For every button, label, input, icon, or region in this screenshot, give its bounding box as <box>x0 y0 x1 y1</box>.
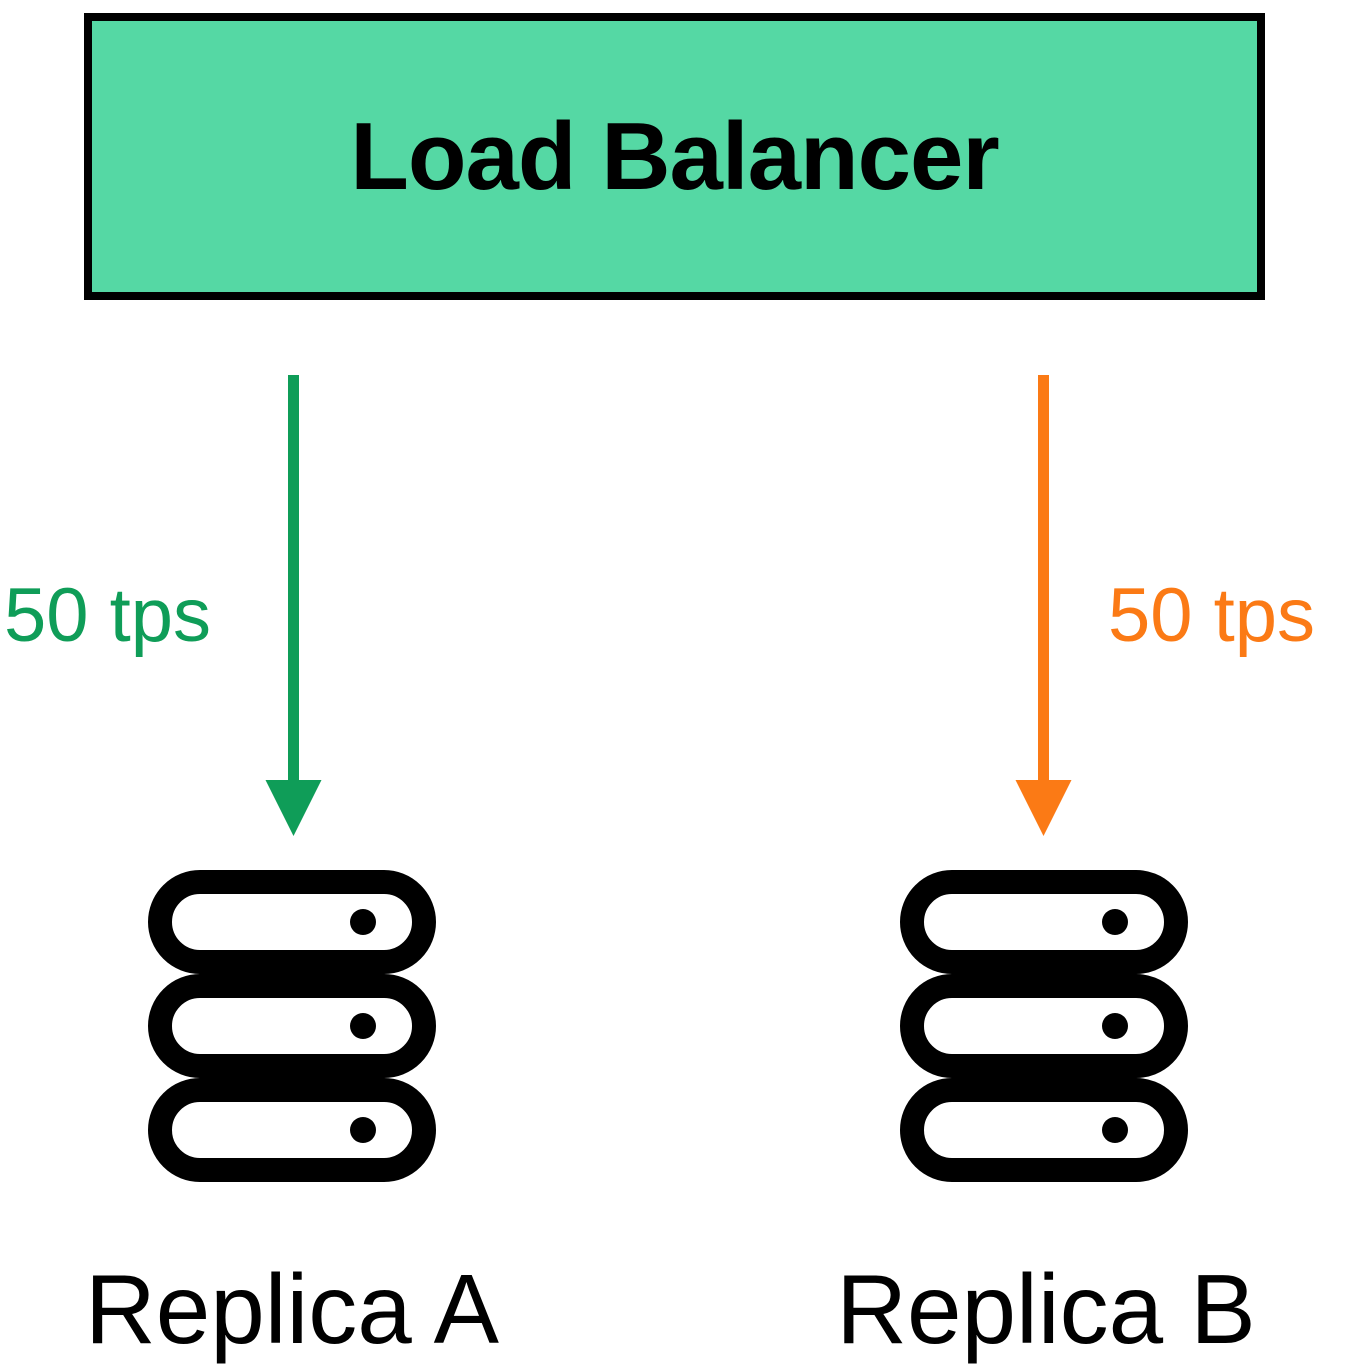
flow-arrow-right <box>1015 375 1072 836</box>
flow-label-left: 50 tps <box>4 573 212 658</box>
load-balancer-label: Load Balancer <box>350 102 1000 210</box>
flow-label-right: 50 tps <box>1108 573 1316 658</box>
server-stack-icon[interactable] <box>146 868 438 1184</box>
flow-arrow-left <box>265 375 322 836</box>
server-stack-icon[interactable] <box>898 868 1190 1184</box>
replica-a-label: Replica A <box>84 1254 499 1364</box>
load-balancer-node[interactable]: Load Balancer <box>84 13 1265 300</box>
replica-b-label: Replica B <box>836 1254 1256 1364</box>
